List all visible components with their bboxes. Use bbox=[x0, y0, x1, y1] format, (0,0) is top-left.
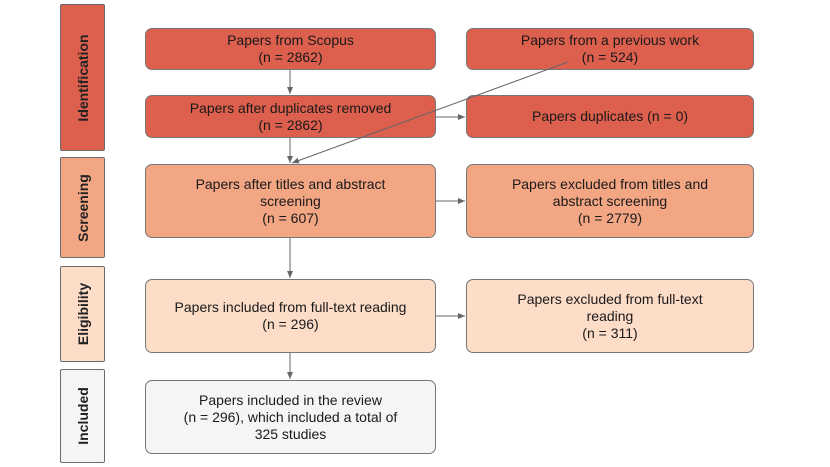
phase-included-label: Included bbox=[74, 387, 91, 445]
phase-screening-label: Screening bbox=[74, 173, 91, 242]
phase-eligibility: Eligibility bbox=[60, 266, 105, 362]
phase-included: Included bbox=[60, 369, 105, 463]
box-duplicates: Papers duplicates (n = 0) bbox=[466, 95, 754, 138]
phase-identification-label: Identification bbox=[74, 33, 91, 122]
box-excluded-screening: Papers excluded from titles and abstract… bbox=[466, 164, 754, 238]
box-excluded-screening-text: Papers excluded from titles and abstract… bbox=[511, 175, 709, 226]
box-after-screening: Papers after titles and abstract screeni… bbox=[145, 164, 436, 238]
box-previous-work-text: Papers from a previous work (n = 524) bbox=[520, 32, 700, 65]
box-excluded-fulltext-text: Papers excluded from full-text reading (… bbox=[517, 290, 703, 341]
box-included-fulltext-text: Papers included from full-text reading (… bbox=[174, 299, 407, 332]
box-included-fulltext: Papers included from full-text reading (… bbox=[145, 279, 436, 353]
box-after-duplicates-text: Papers after duplicates removed (n = 286… bbox=[189, 99, 392, 133]
box-duplicates-text: Papers duplicates (n = 0) bbox=[531, 108, 689, 124]
phase-identification: Identification bbox=[60, 4, 105, 151]
box-included-review: Papers included in the review (n = 296),… bbox=[145, 380, 436, 454]
box-after-screening-text: Papers after titles and abstract screeni… bbox=[195, 175, 386, 226]
phase-screening: Screening bbox=[60, 157, 105, 258]
box-after-duplicates: Papers after duplicates removed (n = 286… bbox=[145, 95, 436, 138]
box-scopus: Papers from Scopus (n = 2862) bbox=[145, 28, 436, 70]
box-scopus-text: Papers from Scopus (n = 2862) bbox=[227, 32, 354, 65]
phase-eligibility-label: Eligibility bbox=[74, 282, 91, 346]
box-excluded-fulltext: Papers excluded from full-text reading (… bbox=[466, 279, 754, 353]
box-previous-work: Papers from a previous work (n = 524) bbox=[466, 28, 754, 70]
box-included-review-text: Papers included in the review (n = 296),… bbox=[183, 391, 398, 442]
